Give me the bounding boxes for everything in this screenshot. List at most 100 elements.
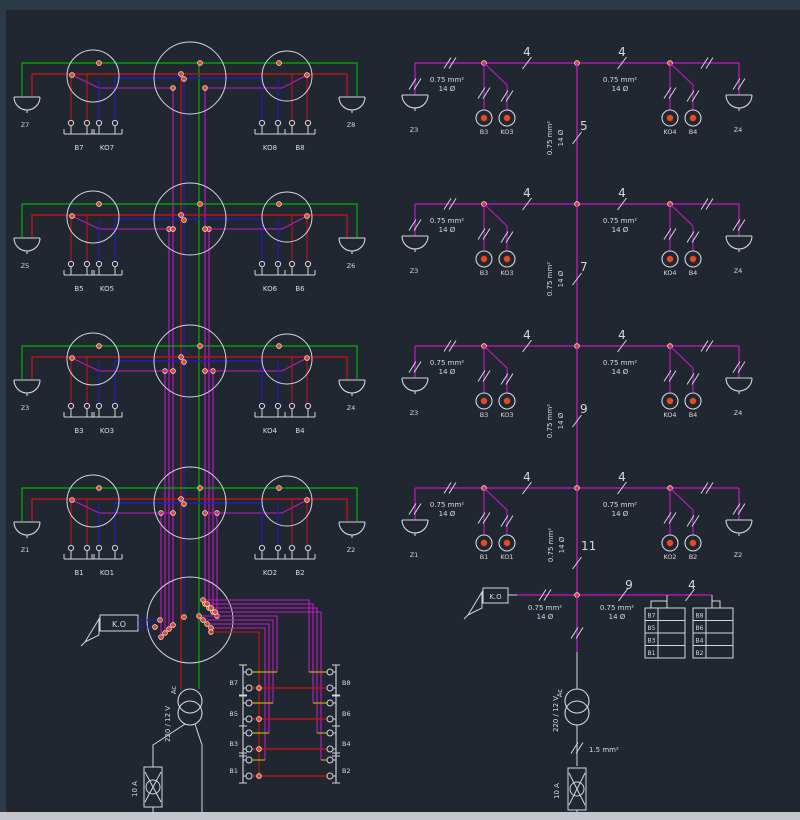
switch-label: B2	[295, 569, 304, 577]
conductor-tick	[482, 228, 491, 240]
push-button-symbol	[684, 534, 702, 552]
conductor-tick	[477, 228, 486, 240]
terminal-contact	[245, 772, 253, 780]
junction-box-circle	[153, 324, 227, 398]
bell-label: Z1	[21, 546, 30, 554]
push-button-symbol	[475, 392, 493, 410]
bell-symbol	[13, 237, 41, 254]
junction-dot	[208, 605, 214, 611]
switch-label: B6	[295, 285, 305, 293]
button-drop	[483, 487, 508, 535]
bell-label: Z2	[734, 551, 743, 559]
riser-spec: 14 Ø	[557, 270, 565, 287]
conductor-tick	[732, 219, 741, 231]
ko-flag-pennant	[466, 590, 483, 617]
bell-label: Z4	[347, 404, 356, 412]
junction-dot	[178, 71, 184, 77]
conductor-count: 4	[618, 186, 626, 200]
conductor-tick	[668, 228, 677, 240]
horizontal-scrollbar[interactable]	[0, 812, 800, 820]
junction-dot	[181, 359, 187, 365]
bell-symbol	[725, 519, 753, 536]
bell-symbol	[13, 96, 41, 113]
junction-box-circle	[261, 191, 313, 243]
wire-spec: 14 Ø	[612, 368, 629, 376]
junction-dot	[181, 217, 187, 223]
count-tick	[572, 272, 582, 286]
junction-dot	[96, 343, 102, 349]
conductor-count: 4	[523, 186, 531, 200]
terminal-contact	[326, 756, 334, 764]
push-button-center	[503, 255, 511, 263]
junction-box-circle	[153, 41, 227, 115]
conductor-tick	[700, 198, 709, 210]
fuse-diag	[568, 772, 586, 806]
terminal-contact	[245, 745, 253, 753]
push-button-symbol	[475, 250, 493, 268]
conductor-tick	[448, 57, 457, 69]
junction-dot	[162, 630, 168, 636]
conductor-count: 4	[618, 45, 626, 59]
wire-spec: 0.75 mm²	[600, 604, 634, 612]
wire-spec: 14 Ø	[439, 368, 456, 376]
junction-box-circle	[66, 332, 120, 386]
terminal-label: B4	[342, 740, 351, 748]
bell-symbol	[401, 377, 429, 394]
junction-box-circle	[66, 190, 120, 244]
bell-label: Z4	[734, 126, 743, 134]
bell-label: Z2	[347, 546, 356, 554]
push-button-symbol	[661, 109, 679, 127]
bell-label: Z8	[347, 121, 356, 129]
junction-dot	[256, 773, 262, 779]
button-drop	[483, 203, 508, 251]
push-button-center	[503, 539, 511, 547]
junction-box-circle	[153, 466, 227, 540]
conductor-tick	[686, 373, 695, 385]
ko-flag-tail	[463, 614, 469, 620]
conductor-tick	[443, 57, 452, 69]
riser-spec: 0.75 mm²	[546, 121, 554, 155]
junction-dot	[276, 201, 282, 207]
wire-spec: 0.75 mm²	[430, 359, 464, 367]
table-cell-label: B6	[696, 625, 704, 632]
conductor-tick	[570, 627, 579, 639]
fan-wire	[207, 623, 270, 733]
junction-dot	[170, 622, 176, 628]
button-label: B4	[689, 269, 698, 277]
bell-symbol	[401, 519, 429, 536]
junction-dot	[170, 368, 176, 374]
push-button-center	[689, 255, 697, 263]
junction-dot	[152, 624, 158, 630]
terminal-contact	[245, 756, 253, 764]
junction-dot	[256, 685, 262, 691]
magenta-bus	[205, 499, 308, 514]
riser-count: 11	[581, 539, 596, 553]
conductor-tick	[668, 370, 677, 382]
bell-symbol	[338, 521, 366, 538]
wire-spec: 14 Ø	[537, 613, 554, 621]
wire-spec: 14 Ø	[612, 510, 629, 518]
bell-label: Z7	[21, 121, 30, 129]
conductor-tick	[700, 340, 709, 352]
push-button-symbol	[661, 392, 679, 410]
push-button-center	[480, 539, 488, 547]
fan-wire	[207, 603, 314, 703]
table-drop	[712, 600, 721, 608]
magenta-bus	[205, 357, 308, 372]
junction-dot	[178, 496, 184, 502]
conductor-tick	[663, 370, 672, 382]
wire-spec: 0.75 mm²	[430, 76, 464, 84]
green-bus	[21, 487, 358, 521]
terminal-contact	[245, 699, 253, 707]
junction-dot	[196, 613, 202, 619]
conductor-tick	[737, 361, 746, 373]
button-label: KO3	[500, 411, 513, 419]
push-button-symbol	[661, 250, 679, 268]
push-button-symbol	[498, 392, 516, 410]
